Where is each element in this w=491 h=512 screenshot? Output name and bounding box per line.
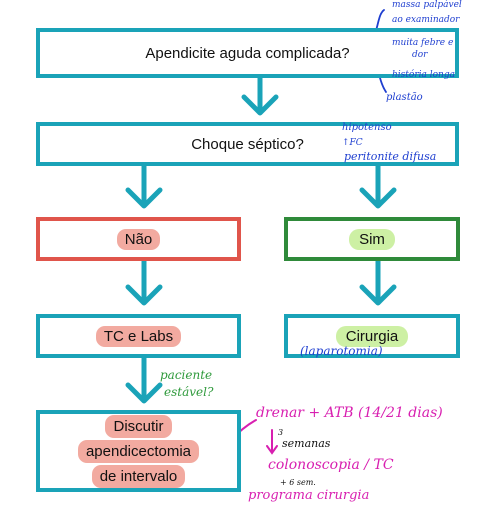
node-sim-label: Sim [349,228,395,250]
note-drenar-atb: drenar + ATB (14/21 dias) [256,405,443,421]
arrow-nao-to-tc [125,257,163,306]
note-semanas: semanas [282,437,331,450]
node-nao-label: Não [116,228,161,250]
node-discutir-line1: Discutir [105,414,172,438]
note-massa-palpavel: massa palpável [392,0,462,10]
note-estavel: estável? [164,385,214,399]
node-nao: Não [36,217,241,261]
note-ao-examinador: ao examinador [392,15,460,25]
annotation-arrow-down [266,429,278,455]
node-cirurgia: Cirurgia [284,314,460,358]
note-historia-longa: história longa [392,70,455,80]
note-paciente: paciente [160,368,213,382]
node-choque-label: Choque séptico? [191,135,304,153]
node-discutir: Discutir apendicectomia de intervalo [36,410,241,492]
arrow-tc-to-disc [125,355,163,404]
node-tc-labs: TC e Labs [36,314,241,358]
node-discutir-line3: de intervalo [91,464,186,488]
note-dor: dor [412,50,428,60]
note-tres: 3 [278,428,284,437]
note-colonoscopia-tc: colonoscopia / TC [268,457,394,473]
note-plastao: plastão [386,92,423,103]
arrow-n1-to-n2 [241,75,279,116]
node-sim: Sim [284,217,460,261]
arrow-n2-to-nao [125,160,163,209]
node-tc-label: TC e Labs [95,325,182,347]
arrow-sim-to-cir [359,257,397,306]
node-apendicite-label: Apendicite aguda complicada? [145,44,350,62]
node-choque-septico: Choque séptico? [36,122,459,166]
node-discutir-line2: apendicectomia [77,439,200,463]
note-programa-cirurgia: programa cirurgia [248,488,370,503]
node-apendicite: Apendicite aguda complicada? [36,28,459,78]
arrow-n2-to-sim [359,160,397,209]
note-seis-semanas: + 6 sem. [280,478,316,487]
note-fc: ↑FC [342,138,363,148]
note-muita-febre: muita febre e [392,38,454,48]
note-laparotomia: (laparotomia) [300,344,383,358]
note-peritonite-difusa: peritonite difusa [344,150,437,163]
note-hipotenso: hipotenso [342,122,392,133]
node-cirurgia-label: Cirurgia [335,325,409,347]
